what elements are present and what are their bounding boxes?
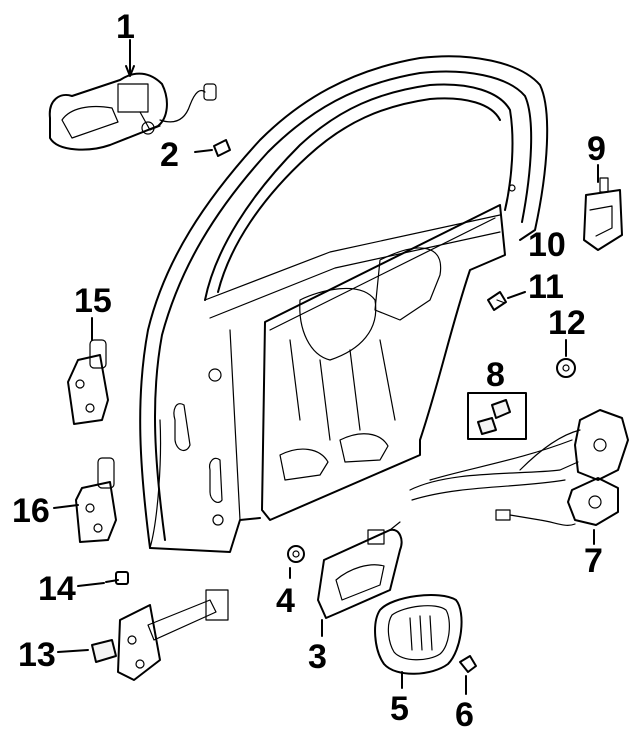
callout-11: 11 — [528, 268, 564, 306]
part-9-striker — [583, 164, 623, 251]
rear-door-shell — [139, 55, 549, 553]
part-2-clip — [194, 139, 231, 157]
callout-1: 1 — [116, 8, 135, 46]
callout-8: 8 — [486, 356, 505, 394]
callout-7: 7 — [584, 542, 603, 580]
part-13-door-check — [57, 589, 229, 681]
part-7-lock-actuator — [409, 409, 629, 545]
callout-5: 5 — [390, 690, 409, 728]
callout-4: 4 — [276, 582, 295, 620]
part-11-push-pin — [487, 291, 526, 311]
part-16-lower-hinge — [53, 457, 117, 543]
part-10-watershield — [261, 204, 506, 521]
part-8-lock-kit — [467, 392, 527, 440]
callout-9: 9 — [587, 130, 606, 168]
part-12-nut — [556, 339, 576, 378]
part-1-outside-handle — [48, 39, 217, 151]
callout-numbers: 1 2 3 4 5 6 7 8 9 10 11 12 13 14 15 16 — [12, 8, 606, 734]
part-5-handle-bezel — [374, 594, 463, 689]
callout-16: 16 — [12, 492, 50, 530]
part-6-screw-cap — [459, 655, 477, 695]
part-14-bolt — [77, 571, 129, 587]
part-4-grommet — [287, 545, 305, 579]
part-15-upper-hinge — [67, 317, 109, 425]
callout-2: 2 — [160, 136, 179, 174]
part-3-inside-handle — [317, 521, 403, 637]
callout-14: 14 — [38, 570, 76, 608]
callout-3: 3 — [308, 638, 327, 676]
callout-13: 13 — [18, 636, 56, 674]
callout-10: 10 — [528, 226, 566, 264]
callout-6: 6 — [455, 696, 474, 734]
callout-15: 15 — [74, 282, 112, 320]
callout-12: 12 — [548, 304, 586, 342]
